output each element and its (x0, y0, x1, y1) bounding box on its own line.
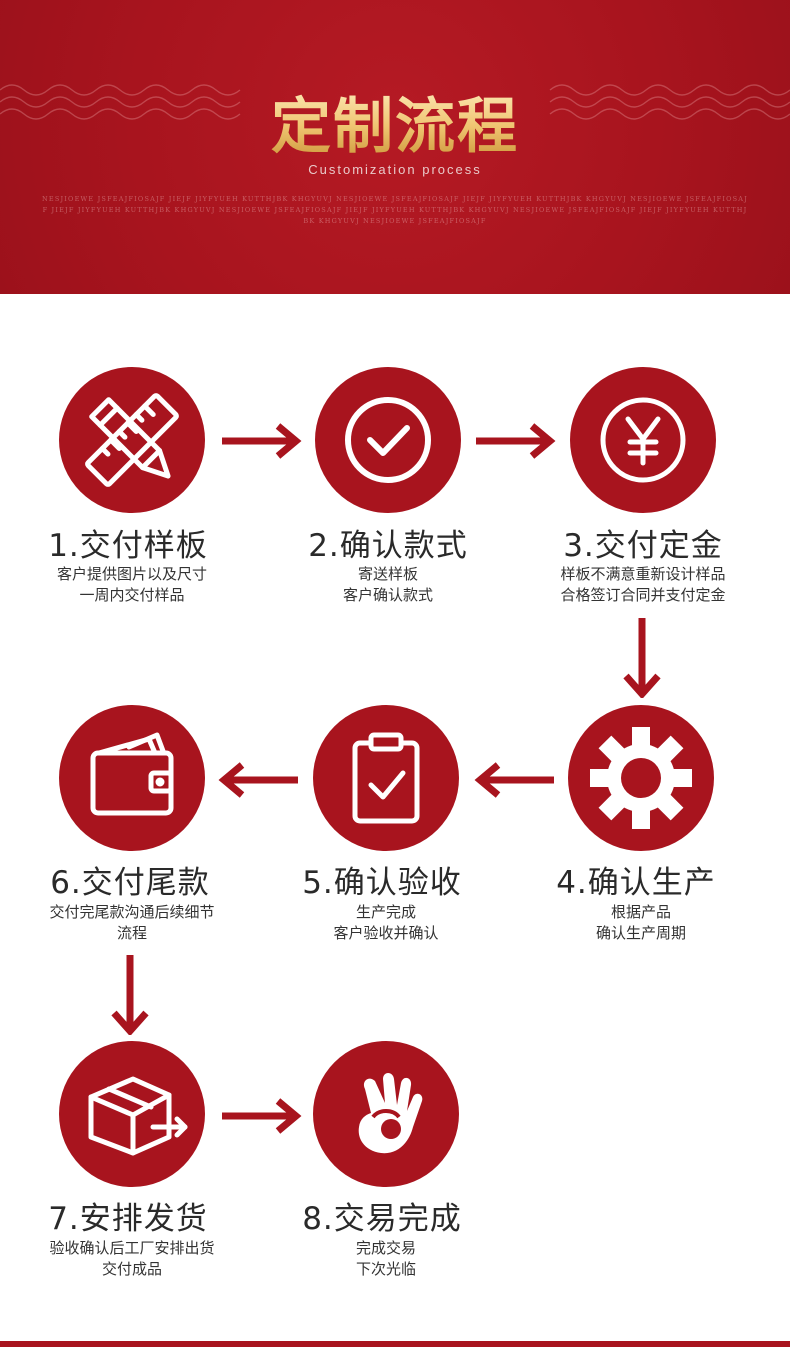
step-5-circle (313, 705, 459, 851)
step-7-desc-line1: 验收确认后工厂安排出货 (49, 1239, 215, 1257)
step-2-desc: 寄送样板 客户确认款式 (258, 564, 518, 606)
step-6-title: 6.交付尾款 (50, 865, 210, 901)
gear-icon (590, 727, 692, 829)
step-8-desc: 完成交易 下次光临 (256, 1238, 516, 1280)
step-7-title: 7.安排发货 (48, 1201, 208, 1237)
step-6-desc-line1: 交付完尾款沟通后续细节 (49, 903, 215, 921)
package-icon (88, 1076, 188, 1156)
arrow-left-icon (474, 762, 554, 798)
step-3-desc-line1: 样板不满意重新设计样品 (560, 565, 726, 583)
step-4-desc-line2: 确认生产周期 (595, 924, 686, 942)
step-8-desc-line1: 完成交易 (355, 1239, 416, 1257)
clipboard-check-icon (352, 732, 420, 824)
step-5-desc-line2: 客户验收并确认 (333, 924, 439, 942)
step-3-desc: 样板不满意重新设计样品 合格签订合同并支付定金 (513, 564, 773, 606)
step-7-desc-line2: 交付成品 (101, 1260, 162, 1278)
step-5-desc: 生产完成 客户验收并确认 (256, 902, 516, 944)
step-7-circle (59, 1041, 205, 1187)
step-4-title: 4.确认生产 (556, 865, 716, 901)
checkmark-circle-icon (345, 397, 431, 483)
step-1-desc-line2: 一周内交付样品 (79, 586, 185, 604)
step-4-circle (568, 705, 714, 851)
step-4-desc: 根据产品 确认生产周期 (511, 902, 771, 944)
step-3-desc-line2: 合格签订合同并支付定金 (560, 586, 726, 604)
step-2-desc-line2: 客户确认款式 (342, 586, 433, 604)
step-8-desc-line2: 下次光临 (355, 1260, 416, 1278)
ok-hand-icon (358, 1073, 423, 1154)
step-7-desc: 验收确认后工厂安排出货 交付成品 (2, 1238, 262, 1280)
step-1-circle (59, 367, 205, 513)
step-5-desc-line1: 生产完成 (355, 903, 416, 921)
step-1-title: 1.交付样板 (48, 528, 208, 564)
arrow-down-icon (111, 955, 149, 1035)
ruler-pencil-icon (85, 393, 179, 487)
header-banner: 定制流程 Customization process NESJIOEWE JSF… (0, 0, 790, 294)
arrow-right-icon (222, 1098, 302, 1134)
step-1-desc: 客户提供图片以及尺寸 一周内交付样品 (2, 564, 262, 606)
step-6-desc: 交付完尾款沟通后续细节 流程 (2, 902, 262, 944)
step-2-title: 2.确认款式 (308, 528, 468, 564)
arrow-down-icon (623, 618, 661, 698)
wallet-icon (90, 732, 174, 816)
arrow-left-icon (218, 762, 298, 798)
step-8-title: 8.交易完成 (302, 1201, 462, 1237)
step-8-circle (313, 1041, 459, 1187)
step-2-desc-line1: 寄送样板 (357, 565, 418, 583)
step-2-circle (315, 367, 461, 513)
step-6-desc-line2: 流程 (116, 924, 147, 942)
step-3-title: 3.交付定金 (563, 528, 723, 564)
step-5-title: 5.确认验收 (302, 865, 462, 901)
page-subtitle: Customization process (308, 162, 482, 177)
step-6-circle (59, 705, 205, 851)
arrow-right-icon (476, 423, 556, 459)
page-title: 定制流程 (0, 78, 790, 165)
yen-coin-icon (600, 397, 686, 483)
step-4-desc-line1: 根据产品 (610, 903, 671, 921)
step-3-circle (570, 367, 716, 513)
wave-decoration (0, 84, 790, 120)
step-1-desc-line1: 客户提供图片以及尺寸 (56, 565, 207, 583)
bottom-border (0, 1341, 790, 1347)
arrow-right-icon (222, 423, 302, 459)
decorative-text: NESJIOEWE JSFEAJFIOSAJF JIEJF JIYFYUEH K… (42, 195, 748, 225)
